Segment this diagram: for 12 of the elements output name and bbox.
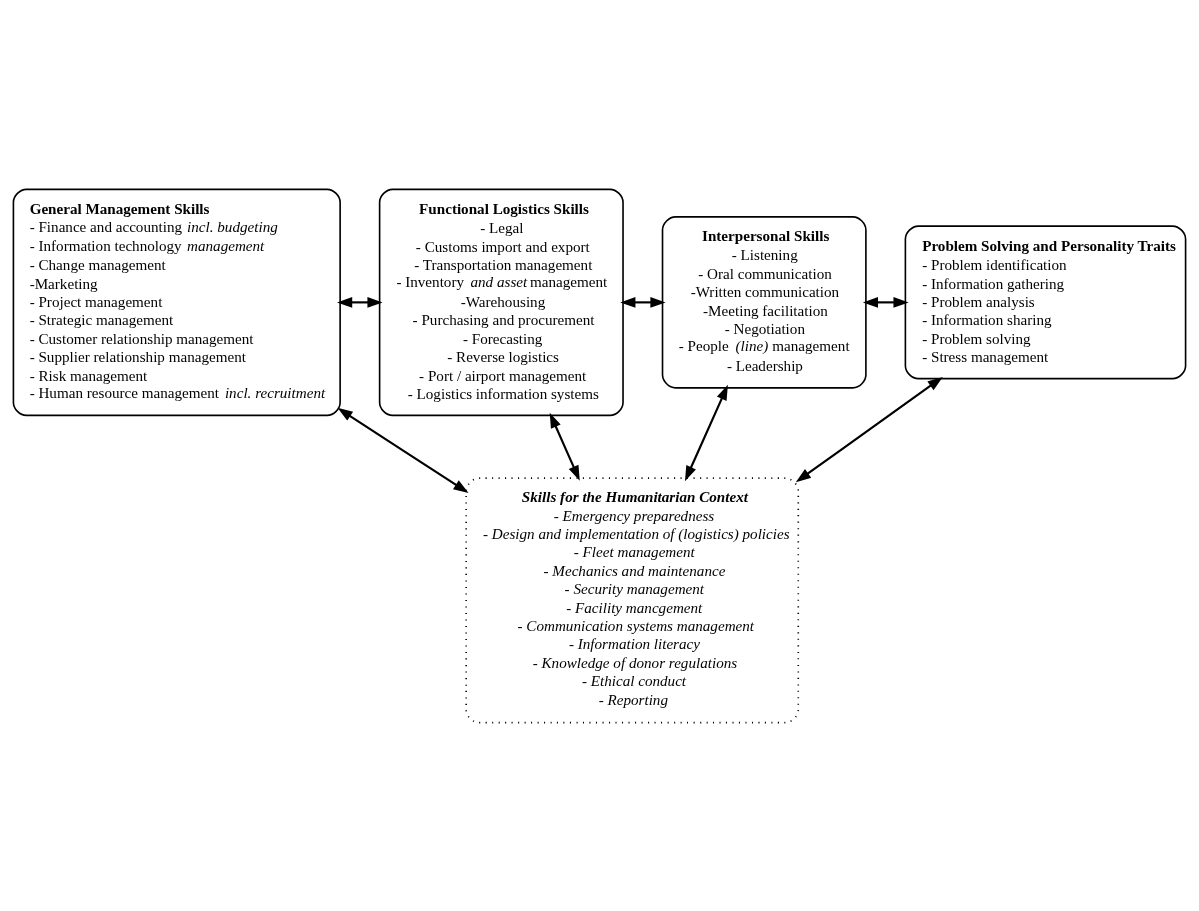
arrow xyxy=(684,384,728,481)
arrow xyxy=(620,296,666,308)
arrow xyxy=(337,296,383,308)
node-box: General Management Skills - Finance and accounting incl. budgeting - Information technology management - Change management -Marketing - Project management - Strategic management - Customer relationship management - Supplier relationship management - Risk management - Human resource management incl. recruitment xyxy=(12,188,341,416)
node-box: Problem Solving and Personality Traits - Problem identification - Information gathering - Problem analysis - Information sharing - Problem solving - Stress management xyxy=(904,224,1187,379)
arrow xyxy=(795,376,943,482)
node-box: Skills for the Humanitarian Context - Emergency preparedness - Design and implementation of (logistics) policies - Fleet management - Mechanics and maintenance - Security management - Facility mancgement - Communication systems management - Information literacy - Knowledge of donor regulations - Ethical conduct - Reporting xyxy=(465,476,800,723)
node-box: Functional Logistics Skills - Legal - Customs import and export - Transportation management - Inventory and asset management -Warehousing - Purchasing and procurement - Forecasting - Reverse logistics - Port / airport management - Logistics information systems xyxy=(378,188,624,416)
arrow xyxy=(549,412,580,481)
node-box: Interpersonal Skills - Listening - Oral communication -Written communication -Meeting facilitation - Negotiation - People (line) management - Leadership xyxy=(661,215,867,389)
arrow xyxy=(862,296,909,308)
arrow xyxy=(337,407,469,493)
